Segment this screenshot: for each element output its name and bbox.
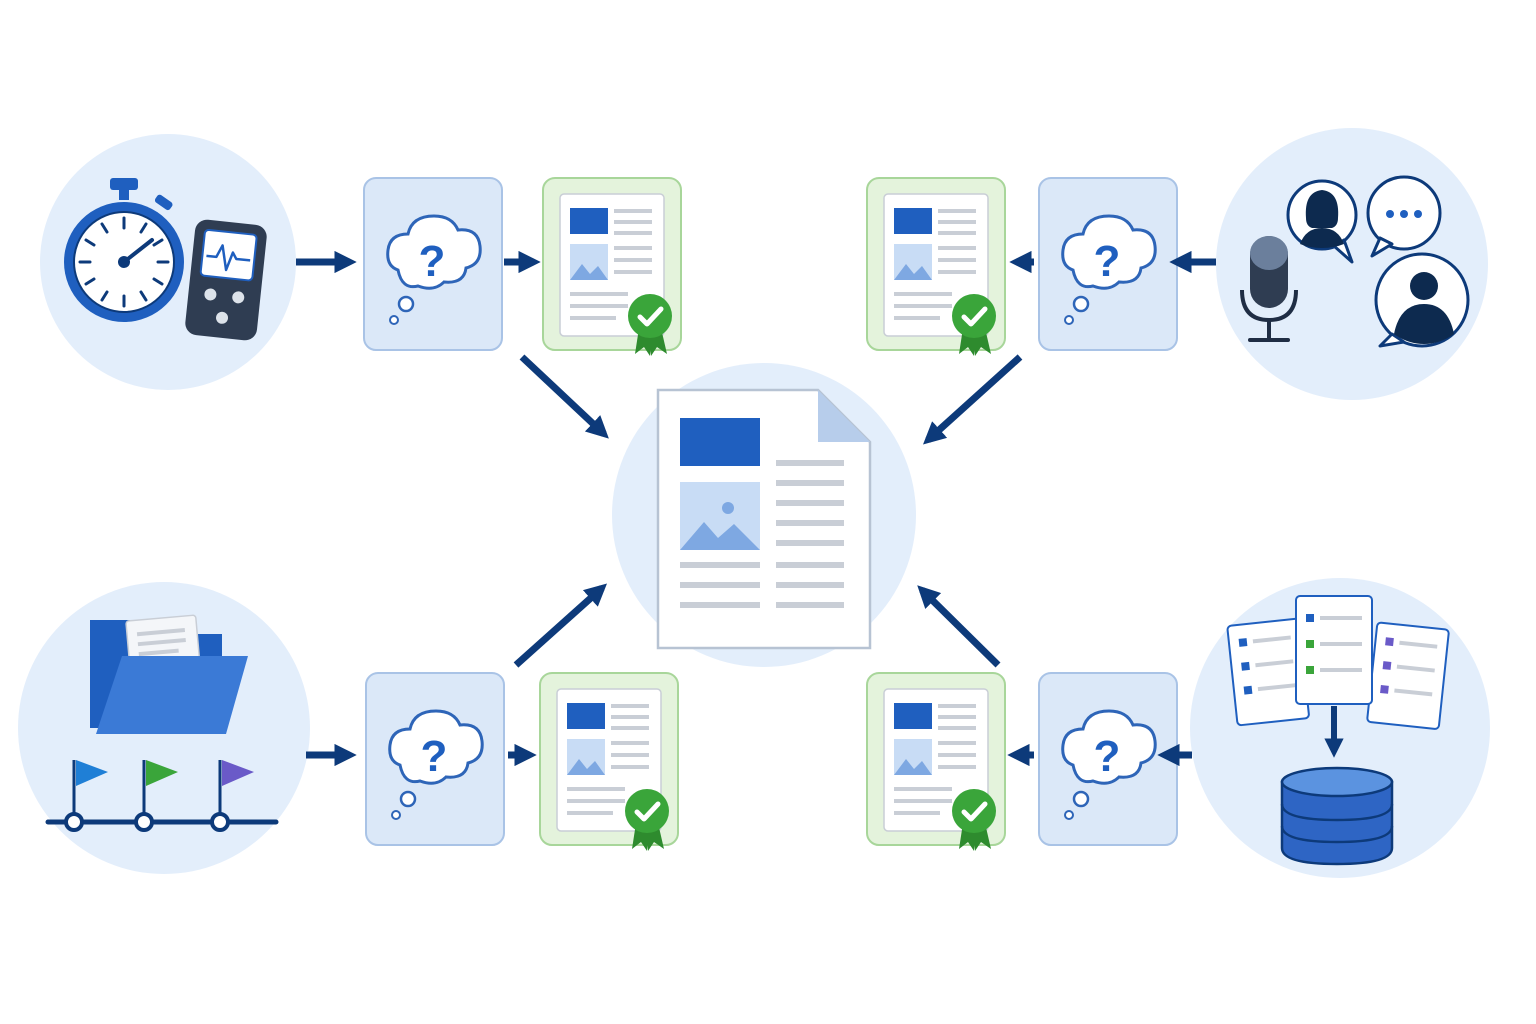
- question-card: [1037, 176, 1179, 352]
- verified-document-card: [540, 673, 678, 851]
- question-card: [362, 176, 504, 352]
- verified-document-card: [543, 178, 681, 356]
- stopwatch-icon: [64, 178, 184, 322]
- microphone-icon: [1240, 236, 1298, 342]
- flow-arrows: [296, 250, 1216, 767]
- heart-monitor-device-icon: [185, 219, 267, 341]
- list-documents-icon: [1226, 595, 1450, 730]
- source-conversation: [1216, 128, 1488, 400]
- person-speech-bubble-icon: [1374, 252, 1470, 348]
- document-report-icon: [612, 363, 916, 667]
- source-project-timeline: [18, 582, 310, 874]
- question-card: [1037, 671, 1179, 847]
- database-icon: [1280, 766, 1394, 866]
- source-database: [1190, 578, 1490, 878]
- chat-bubble-icon: [1366, 175, 1442, 258]
- folder-icon: [90, 614, 248, 734]
- milestone-flags-icon: [45, 760, 279, 832]
- verified-document-card: [867, 178, 1005, 356]
- source-time-measurement: [40, 134, 296, 390]
- person-speech-bubble-icon: [1286, 179, 1358, 264]
- verified-document-card: [867, 673, 1005, 851]
- question-card: [364, 671, 506, 847]
